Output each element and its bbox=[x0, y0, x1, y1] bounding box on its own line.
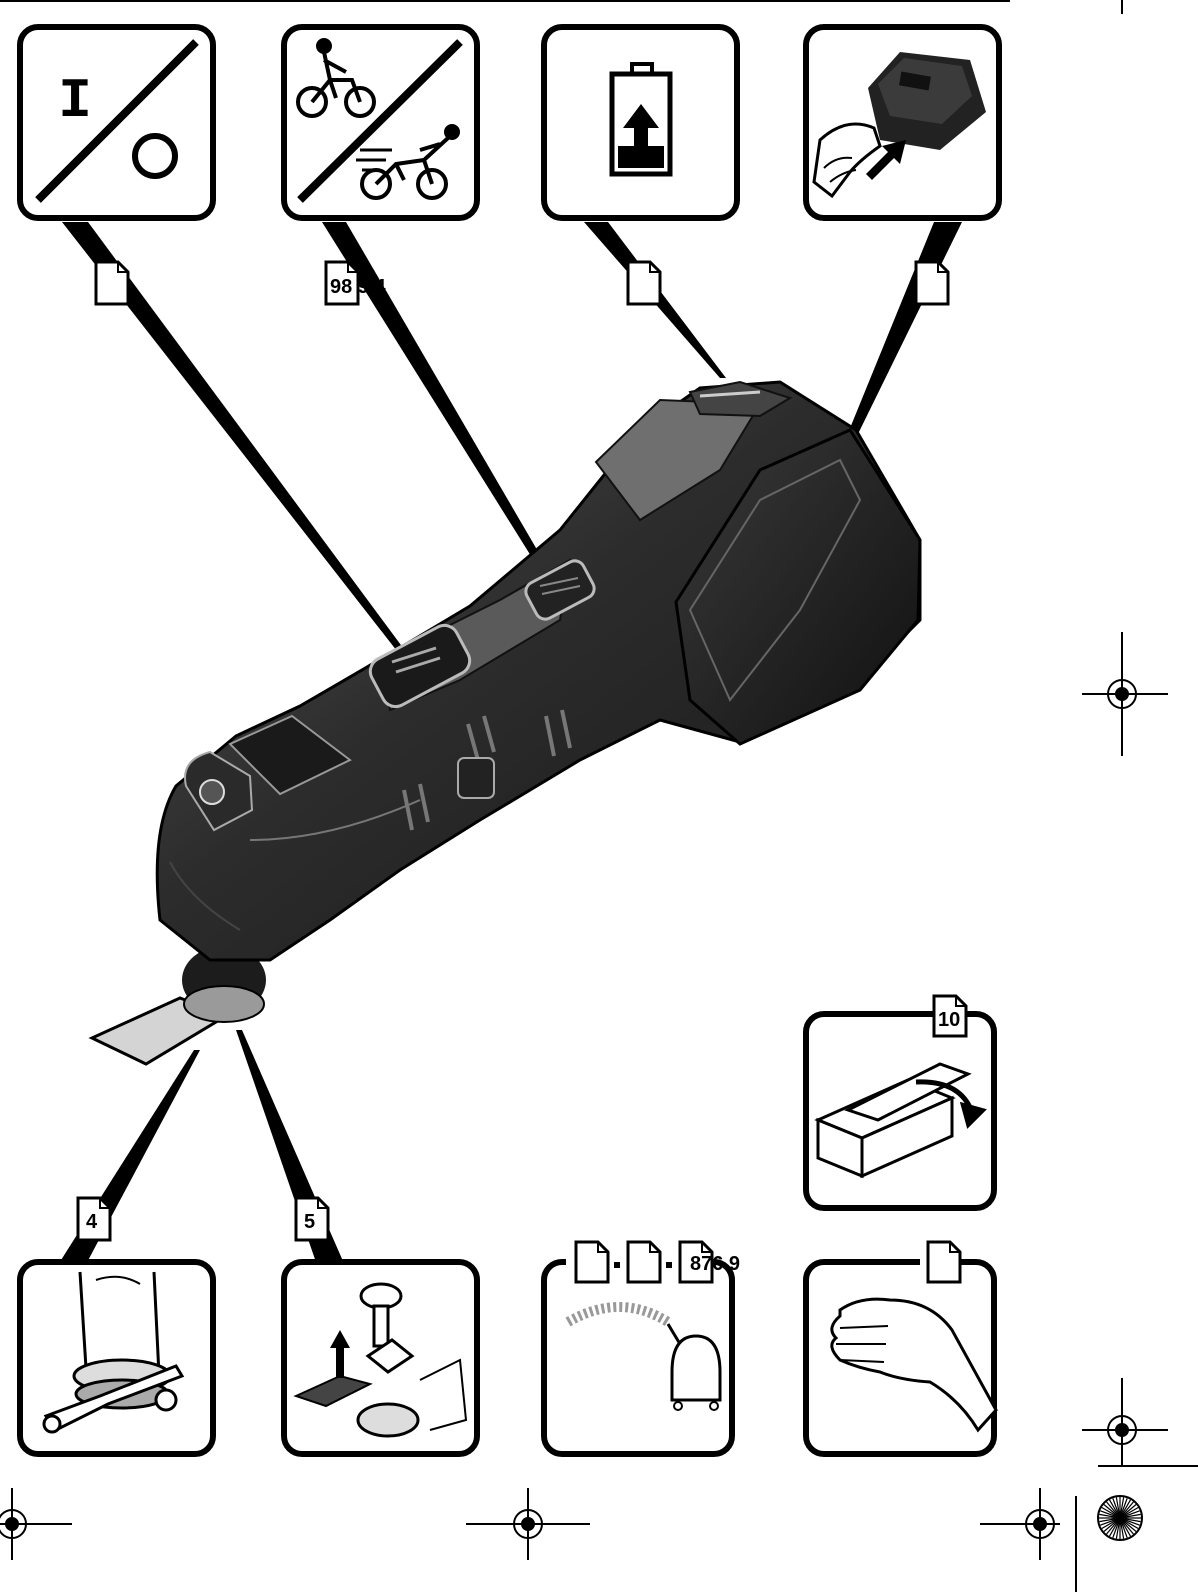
page-ref-label: 98 9 4 bbox=[330, 276, 386, 298]
panel-blade-change bbox=[281, 1259, 480, 1457]
target-spoke bbox=[1108, 1499, 1121, 1519]
target-spoke bbox=[1112, 1517, 1121, 1538]
target-spoke bbox=[1119, 1517, 1137, 1532]
hand-vibration-icon bbox=[830, 1297, 998, 1433]
target-spoke bbox=[1108, 1517, 1121, 1537]
dust-extractor-icon bbox=[565, 1302, 722, 1411]
panel-battery-insert bbox=[803, 24, 1002, 221]
target-spoke bbox=[1119, 1499, 1132, 1519]
page-ref-badge-3 bbox=[626, 260, 662, 306]
page-ref-label: 4 bbox=[86, 1211, 98, 1233]
panel-battery-charge bbox=[541, 24, 740, 221]
panel-speed-selector bbox=[281, 24, 480, 221]
page-ref-label: 10 bbox=[938, 1009, 960, 1031]
page-ref-badge-1 bbox=[94, 260, 130, 306]
target-spoke bbox=[1115, 1517, 1121, 1539]
target-spoke bbox=[1119, 1517, 1141, 1523]
target-spoke bbox=[1119, 1517, 1125, 1539]
target-spoke bbox=[1119, 1517, 1134, 1535]
registration-mark-bottom-right bbox=[980, 1488, 1077, 1592]
target-spoke bbox=[1101, 1517, 1121, 1530]
target-spoke bbox=[1119, 1517, 1128, 1538]
target-spoke bbox=[1101, 1506, 1121, 1519]
target-spoke bbox=[1119, 1498, 1128, 1519]
target-spoke bbox=[1119, 1517, 1132, 1537]
battery-pack bbox=[674, 428, 922, 746]
target-spoke bbox=[1100, 1517, 1121, 1526]
registration-mark-right-mid bbox=[1082, 632, 1168, 756]
target-spoke bbox=[1119, 1517, 1140, 1526]
page-ref-badge-bottom-2: 5 bbox=[294, 1196, 330, 1242]
page-ref-badge-2: 98 9 4 bbox=[324, 260, 386, 306]
registration-mark-bottom-center bbox=[466, 1488, 590, 1560]
panel-depth-stop bbox=[17, 1259, 216, 1457]
multitool-illustration bbox=[88, 380, 922, 1066]
page-ref-label: 876 9 bbox=[690, 1253, 740, 1275]
target-spoke bbox=[1112, 1498, 1121, 1519]
target-spoke bbox=[1103, 1517, 1121, 1532]
target-spoke bbox=[1099, 1513, 1121, 1519]
target-spoke bbox=[1106, 1517, 1121, 1535]
page-ref-badge-bottom-1: 4 bbox=[76, 1196, 112, 1242]
target-spoke bbox=[1119, 1506, 1139, 1519]
on-off-switch-icon bbox=[132, 133, 178, 179]
target-spoke bbox=[1119, 1497, 1125, 1519]
target-spoke bbox=[1100, 1510, 1121, 1519]
target-spoke bbox=[1119, 1513, 1141, 1519]
panel-hand-vibration bbox=[803, 1240, 998, 1457]
target-spoke bbox=[1119, 1504, 1137, 1519]
page-ref-label: 5 bbox=[304, 1211, 315, 1233]
battery-insert-icon bbox=[812, 52, 986, 199]
brand-plate bbox=[457, 757, 495, 799]
target-spoke bbox=[1119, 1510, 1140, 1519]
page-ref-badge-dust-c: 876 9 bbox=[678, 1240, 740, 1284]
panel-on-off: I bbox=[17, 24, 216, 221]
on-symbol: I bbox=[58, 69, 92, 133]
on-off-slider bbox=[368, 623, 472, 709]
target-spoke bbox=[1115, 1497, 1121, 1519]
registration-mark-right-low bbox=[1082, 1378, 1198, 1467]
speed-selector-cyclist-icon bbox=[296, 38, 460, 200]
page-ref-badge-dust-a bbox=[574, 1240, 610, 1284]
target-spoke bbox=[1119, 1501, 1134, 1519]
page-ref-badge-hand bbox=[926, 1240, 962, 1284]
blade-change-icon bbox=[293, 1282, 468, 1438]
box-open-icon bbox=[814, 1062, 987, 1179]
target-spoke bbox=[1106, 1501, 1121, 1519]
battery-charge-icon bbox=[609, 62, 673, 177]
page-ref-badge-dust-b bbox=[626, 1240, 662, 1284]
panel-dust-extraction: 876 9 bbox=[541, 1240, 740, 1457]
page-ref-badge-4 bbox=[914, 260, 950, 306]
target-spoke bbox=[1099, 1517, 1121, 1523]
panel-unpacking: 10 bbox=[803, 994, 997, 1211]
color-target-icon bbox=[1097, 1495, 1143, 1541]
target-spoke bbox=[1103, 1504, 1121, 1519]
registration-mark-bottom-left bbox=[0, 1488, 72, 1560]
target-spoke bbox=[1119, 1517, 1139, 1530]
